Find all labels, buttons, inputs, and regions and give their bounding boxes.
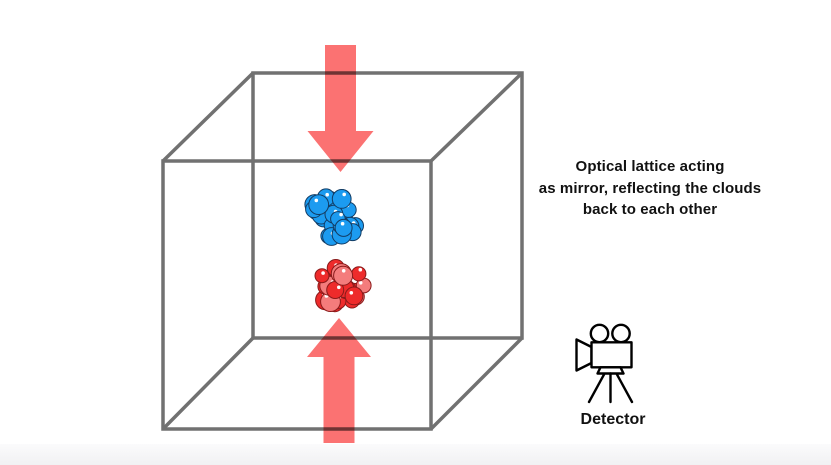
movie-camera-icon [575, 323, 634, 404]
sphere-highlight [340, 221, 345, 226]
annotation-line-2: as mirror, reflecting the clouds [538, 179, 762, 197]
sphere-highlight [339, 212, 343, 217]
sphere-highlight [358, 267, 363, 272]
sphere-highlight [337, 285, 341, 290]
up-arrow [307, 318, 371, 443]
optical-lattice-annotation: Optical lattice acting as mirror, reflec… [518, 156, 782, 221]
annotation-line-1: Optical lattice acting [575, 158, 725, 175]
red-atom-sphere [314, 268, 330, 284]
red-atom-sphere [344, 286, 364, 306]
sphere-highlight [342, 192, 347, 197]
sphere-highlight [358, 281, 363, 285]
sphere-highlight [349, 291, 354, 295]
cube-wireframe [161, 71, 524, 431]
camera-mount [596, 366, 625, 375]
camera-tripod-legs [587, 372, 634, 404]
detector-label: Detector [580, 411, 646, 428]
red-atom-sphere [333, 265, 354, 286]
down-arrow [307, 45, 374, 172]
camera-reel-left [589, 323, 610, 344]
sphere-highlight [321, 271, 325, 275]
camera-lens [575, 338, 593, 372]
red-atom-cloud [314, 259, 372, 313]
sphere-highlight [325, 192, 330, 197]
blue-atom-sphere [331, 189, 352, 209]
camera-reel-right [611, 323, 631, 344]
blue-atom-sphere [334, 218, 353, 237]
camera-body [590, 341, 633, 369]
blue-atom-cloud [304, 188, 364, 246]
sphere-highlight [314, 198, 319, 203]
bottom-edge-band [0, 444, 831, 465]
annotation-line-3: back to each other [582, 201, 718, 218]
blue-atom-sphere [308, 194, 330, 216]
cube-connector-edges [161, 71, 524, 431]
sphere-highlight [341, 269, 346, 273]
